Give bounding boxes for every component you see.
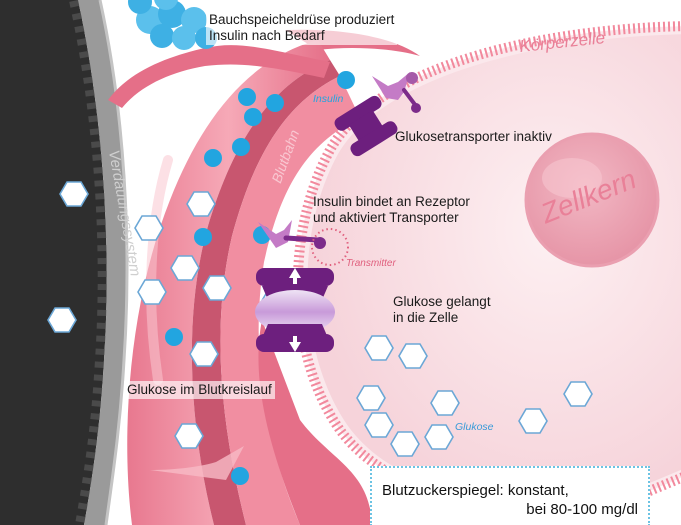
summary-line-1: Blutzuckerspiegel: konstant,: [382, 482, 569, 499]
digestive-system: [0, 0, 127, 525]
transporter-inactive-label: Glukosetransporter inaktiv: [395, 129, 552, 145]
glucose-blood-label: Glukose im Blutkreislauf: [124, 381, 275, 399]
transmitter-label: Transmitter: [346, 258, 396, 269]
blood-sugar-summary: Blutzuckerspiegel: konstant, bei 80-100 …: [370, 466, 650, 525]
glucose-small-label: Glukose: [455, 421, 494, 433]
glucose-enters-label: Glukose gelangt in die Zelle: [393, 294, 491, 326]
pancreas-label: Bauchspeicheldrüse produziert Insulin na…: [206, 11, 397, 45]
transporter-active: [255, 268, 335, 352]
insulin-binds-label: Insulin bindet an Rezeptor und aktiviert…: [313, 194, 470, 226]
insulin-label: Insulin: [313, 93, 344, 105]
summary-line-2: bei 80-100 mg/dl: [526, 501, 638, 518]
